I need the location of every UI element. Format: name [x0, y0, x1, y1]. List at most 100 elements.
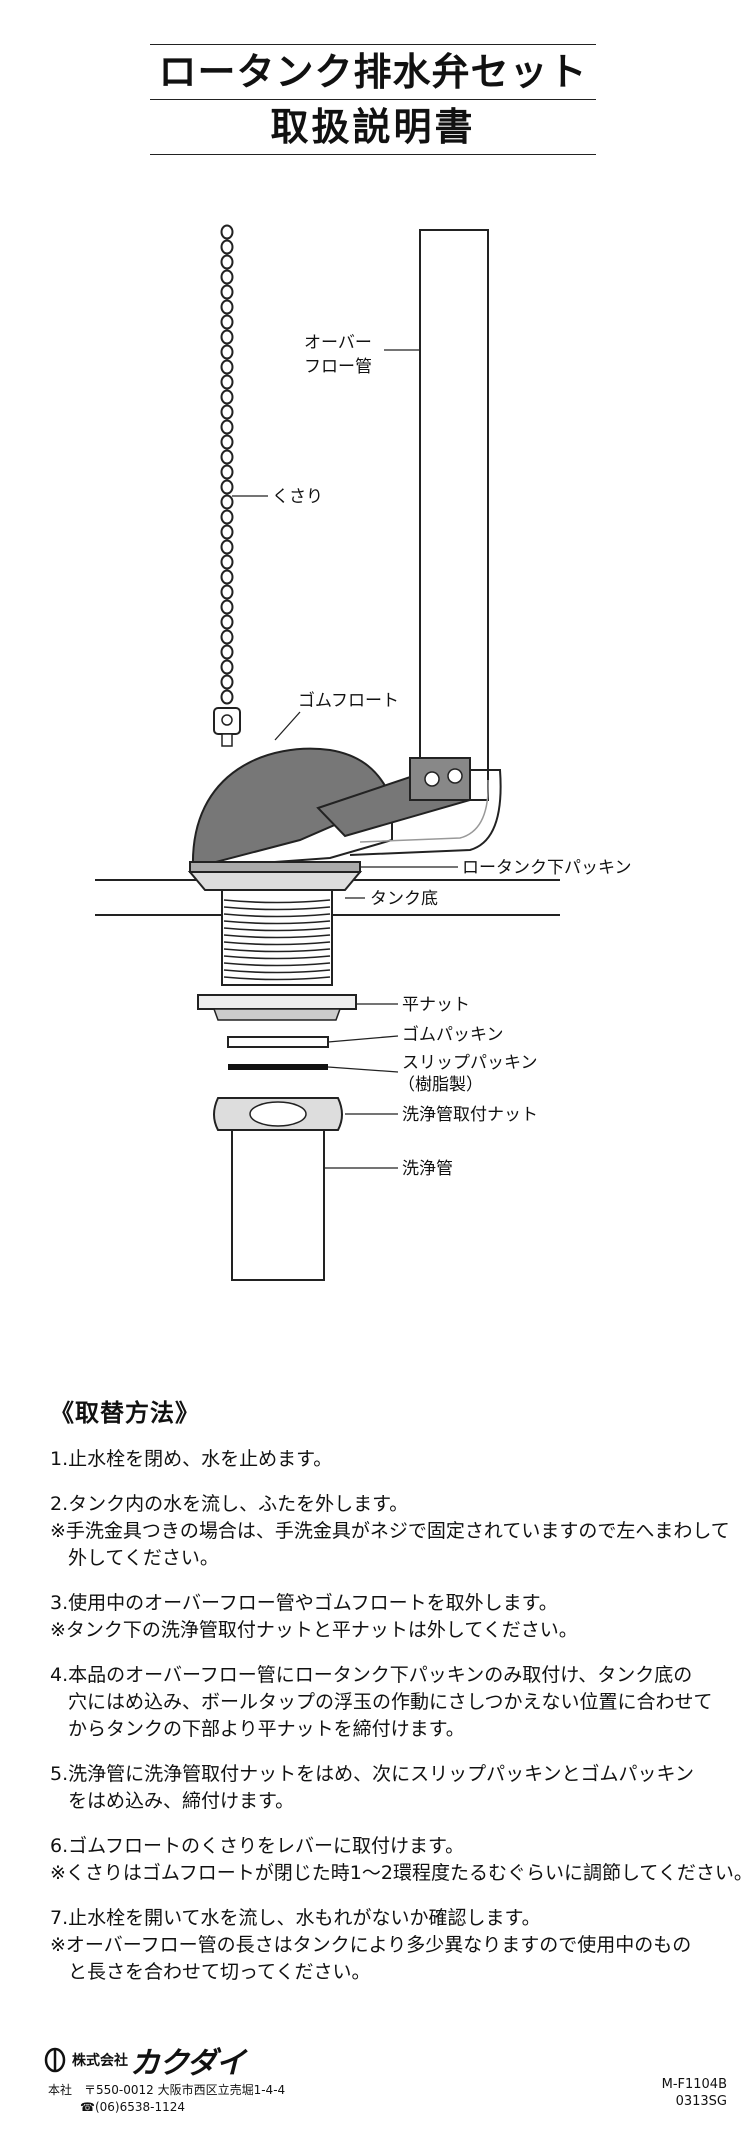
flush-pipe-nut-face [249, 1101, 307, 1127]
chain-link [220, 674, 234, 690]
company-name: カクダイ [130, 2046, 246, 2081]
method-step: 7.止水栓を開いて水を流し、水もれがないか確認します。※オーバーフロー管の長さは… [50, 1905, 710, 1986]
title-block: ロータンク排水弁セット 取扱説明書 [150, 44, 596, 155]
chain-link [220, 569, 234, 585]
title-top-rule [150, 44, 596, 45]
document-code-2: 0313SG [675, 2094, 727, 2109]
thread-line [223, 899, 331, 904]
label-overflow-1: オーバー [304, 333, 372, 353]
flat-nut [197, 994, 357, 1010]
chain-link [220, 329, 234, 345]
step-line: 5.洗浄管に洗浄管取付ナットをはめ、次にスリップパッキンとゴムパッキン [50, 1763, 694, 1785]
chain-link [220, 389, 234, 405]
thread-lines [223, 899, 331, 981]
chain-link [220, 314, 234, 330]
chain-link [220, 464, 234, 480]
label-chain: くさり [272, 487, 323, 507]
step-line: 7.止水栓を開いて水を流し、水もれがないか確認します。 [50, 1907, 541, 1929]
document-code: M-F1104B 0313SG [662, 2076, 727, 2110]
overflow-bracket-inner [359, 779, 489, 843]
thread-line [223, 969, 331, 974]
chain-link [220, 284, 234, 300]
step-line: と長さを合わせて切ってください。 [68, 1961, 371, 1983]
chain-clip-stem [221, 733, 233, 747]
step-line: 1.止水栓を閉め、水を止めます。 [50, 1448, 333, 1470]
label-rubber-float: ゴムフロート [298, 690, 399, 711]
step-line: ※手洗金具つきの場合は、手洗金具がネジで固定されていますので左へまわして [50, 1520, 730, 1542]
chain-link [220, 299, 234, 315]
step-line: をはめ込み、締付けます。 [68, 1790, 295, 1812]
step-line: 3.使用中のオーバーフロー管やゴムフロートを取外します。 [50, 1592, 558, 1614]
chain-link [220, 509, 234, 525]
thread-line [223, 948, 331, 953]
address-line: 本社 〒550-0012 大阪市西区立売堀1-4-4 [48, 2083, 286, 2097]
method-step: 2.タンク内の水を流し、ふたを外します。 ※手洗金具つきの場合は、手洗金具がネジで… [50, 1491, 730, 1572]
overflow-bracket [349, 769, 502, 856]
thread-line [223, 934, 331, 939]
method-title: 《取替方法》 [50, 1399, 200, 1427]
slip-packing [228, 1064, 328, 1070]
overflow-pipe [419, 229, 489, 801]
chain-link [220, 224, 234, 240]
chain-clip [213, 707, 241, 735]
chain [220, 224, 234, 705]
chain-link [220, 524, 234, 540]
low-tank-packing [189, 861, 361, 873]
step-line: からタンクの下部より平ナットを締付けます。 [68, 1718, 465, 1740]
chain-link [220, 494, 234, 510]
label-slip-packing-2: （樹脂製） [398, 1075, 483, 1095]
chain-link [220, 269, 234, 285]
step-line: 外してください。 [68, 1547, 219, 1569]
chain-link [220, 659, 234, 675]
method-steps: 1.止水栓を閉め、水を止めます。 2.タンク内の水を流し、ふたを外します。 ※手洗金… [50, 1446, 743, 1986]
thread-line [223, 955, 331, 960]
chain-link [220, 539, 234, 555]
chain-clip-hole [221, 714, 233, 726]
thread-line [223, 962, 331, 967]
hinge-hole-left [424, 771, 440, 787]
chain-link [220, 359, 234, 375]
rubber-float [191, 747, 394, 870]
label-flush-pipe: 洗浄管 [402, 1159, 453, 1179]
label-overflow-2: フロー管 [304, 357, 372, 377]
chain-link [220, 239, 234, 255]
leader-float [274, 711, 301, 741]
chain-link [220, 419, 234, 435]
method-step: 3.使用中のオーバーフロー管やゴムフロートを取外します。 ※タンク下の洗浄管取付ナ… [50, 1590, 710, 1644]
thread-line [223, 920, 331, 925]
step-line: 2.タンク内の水を流し、ふたを外します。 [50, 1493, 409, 1515]
company-address: 本社 〒550-0012 大阪市西区立売堀1-4-4 ☎(06)6538-112… [48, 2082, 285, 2116]
chain-link [220, 434, 234, 450]
page-title: ロータンク排水弁セット [158, 50, 588, 94]
company-type: 株式会社 [72, 2053, 128, 2069]
chain-link [220, 554, 234, 570]
replacement-method: 《取替方法》 1.止水栓を閉め、水を止めます。 2.タンク内の水を流し、ふたを外し… [50, 1393, 743, 2004]
parts-diagram: オーバー フロー管 くさり ゴムフロート ロータンク下パッキン タンク底 平ナッ… [95, 224, 632, 1281]
label-flush-pipe-nut: 洗浄管取付ナット [402, 1105, 538, 1125]
label-tank-bottom: タンク底 [370, 889, 438, 909]
label-rubber-packing: ゴムパッキン [402, 1024, 504, 1045]
leader-rubber-packing [327, 1035, 399, 1043]
chain-link [220, 449, 234, 465]
thread-line [223, 906, 331, 911]
method-step: 5.洗浄管に洗浄管取付ナットをはめ、次にスリップパッキンとゴムパッキンをはめ込み… [50, 1761, 710, 1815]
phone-line: ☎(06)6538-1124 [80, 2100, 185, 2114]
chain-link [220, 479, 234, 495]
chain-link [220, 599, 234, 615]
leader-slip-packing [327, 1066, 399, 1073]
company-logo: 株式会社 カクダイ [44, 2038, 246, 2082]
valve-flange [187, 871, 363, 891]
chain-link [220, 584, 234, 600]
page-subtitle: 取扱説明書 [270, 105, 476, 149]
title-middle-rule [150, 99, 596, 100]
chain-link [220, 644, 234, 660]
chain-link [220, 374, 234, 390]
document-code-1: M-F1104B [661, 2077, 727, 2092]
chain-link [220, 404, 234, 420]
title-bottom-rule [150, 154, 596, 155]
step-line: 穴にはめ込み、ボールタップの浮玉の作動にさしつかえない位置に合わせて [68, 1691, 713, 1713]
method-step: 1.止水栓を閉め、水を止めます。 [50, 1446, 710, 1473]
thread-line [223, 913, 331, 918]
step-line: ※タンク下の洗浄管取付ナットと平ナットは外してください。 [50, 1619, 578, 1641]
kakudai-logo-icon [44, 2047, 66, 2073]
